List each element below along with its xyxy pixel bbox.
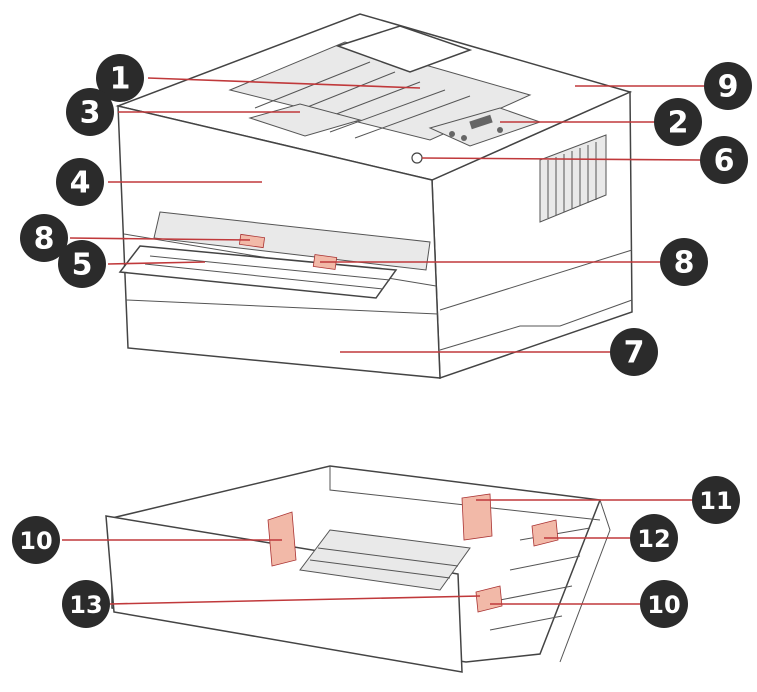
callout-4: 4 bbox=[56, 158, 104, 206]
callout-label: 5 bbox=[72, 248, 93, 283]
callout-label: 1 bbox=[110, 62, 131, 97]
callout-label: 9 bbox=[718, 70, 739, 105]
callout-label: 3 bbox=[80, 96, 101, 131]
leader-8a bbox=[69, 237, 251, 241]
control-panel-display bbox=[469, 114, 493, 130]
leader-13 bbox=[109, 595, 481, 605]
output-tray-recess bbox=[228, 41, 532, 141]
callout-label: 4 bbox=[70, 166, 91, 201]
output-paper-stop bbox=[335, 25, 473, 73]
callout-2: 2 bbox=[654, 98, 702, 146]
printer-illustration bbox=[115, 13, 633, 380]
paper-width-guide-right bbox=[475, 585, 503, 613]
callout-label: 6 bbox=[714, 144, 735, 179]
callout-12: 12 bbox=[630, 514, 678, 562]
callout-label: 7 bbox=[624, 336, 645, 371]
callout-8a: 8 bbox=[20, 214, 68, 262]
paper-width-guide-left bbox=[267, 511, 297, 567]
callout-label: 10 bbox=[19, 527, 52, 555]
power-button bbox=[411, 152, 423, 164]
paper-tray-rear-stopper bbox=[531, 519, 559, 547]
leader-5 bbox=[107, 261, 206, 265]
paper-tray-illustration bbox=[105, 465, 611, 673]
callout-3: 3 bbox=[66, 88, 114, 136]
side-vent bbox=[539, 134, 607, 223]
callout-label: 10 bbox=[647, 591, 680, 619]
callout-5: 5 bbox=[58, 240, 106, 288]
tray-top-line bbox=[125, 299, 439, 315]
side-bottom-step bbox=[439, 299, 633, 351]
callout-label: 13 bbox=[69, 591, 102, 619]
callout-13: 13 bbox=[62, 580, 110, 628]
leader-lines bbox=[62, 77, 704, 605]
manual-feed-slot bbox=[153, 211, 431, 271]
paper-length-guide bbox=[461, 493, 493, 541]
callout-10a: 10 bbox=[12, 516, 60, 564]
callout-8b: 8 bbox=[660, 238, 708, 286]
callout-9: 9 bbox=[704, 62, 752, 110]
callout-1: 1 bbox=[96, 54, 144, 102]
callout-label: 12 bbox=[637, 525, 670, 553]
callout-label: 8 bbox=[34, 222, 55, 257]
callout-7: 7 bbox=[610, 328, 658, 376]
leader-1 bbox=[147, 77, 421, 89]
callout-6: 6 bbox=[700, 136, 748, 184]
callout-11: 11 bbox=[692, 476, 740, 524]
callout-label: 2 bbox=[668, 106, 689, 141]
leader-6 bbox=[421, 157, 701, 161]
callout-10b: 10 bbox=[640, 580, 688, 628]
callout-label: 11 bbox=[699, 487, 732, 515]
callout-label: 8 bbox=[674, 246, 695, 281]
side-seam bbox=[439, 249, 633, 311]
